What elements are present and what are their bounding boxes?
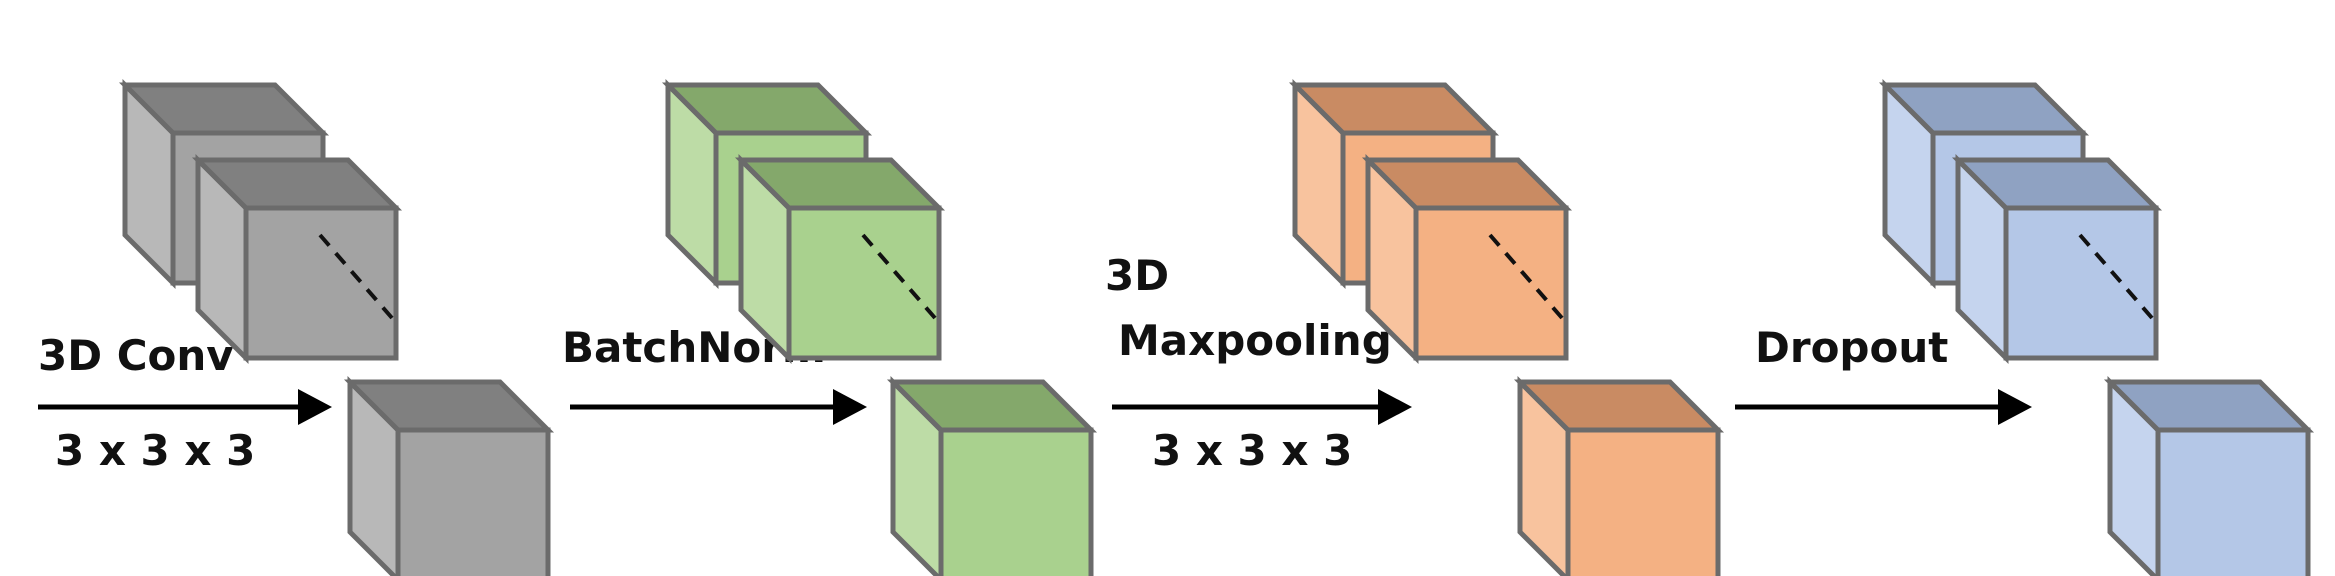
arrow-conv bbox=[38, 389, 332, 425]
feature-maps-dropout bbox=[1878, 78, 2315, 576]
stage-conv: 3D Conv 3 x 3 x 3 bbox=[38, 78, 555, 576]
sublabel-maxpool: 3 x 3 x 3 bbox=[1152, 426, 1352, 475]
ellipsis-connector-dropout bbox=[2078, 233, 2154, 320]
feature-maps-batchnorm bbox=[661, 78, 1098, 576]
feature-map-front-dropout bbox=[2103, 375, 2315, 576]
arrow-maxpool bbox=[1112, 389, 1412, 425]
feature-map-middle-conv-front bbox=[243, 205, 399, 361]
label-maxpool-line1: 3D bbox=[1105, 251, 1169, 300]
feature-map-middle-maxpool-front bbox=[1413, 205, 1569, 361]
feature-map-front-batchnorm bbox=[886, 375, 1098, 576]
sublabel-conv: 3 x 3 x 3 bbox=[55, 426, 255, 475]
feature-map-front-maxpool-front bbox=[1565, 427, 1721, 576]
feature-map-middle-maxpool bbox=[1361, 153, 1573, 365]
ellipsis-connector-conv bbox=[318, 233, 394, 320]
feature-map-front-conv bbox=[343, 375, 555, 576]
feature-map-front-conv-front bbox=[395, 427, 551, 576]
feature-map-middle-dropout-front bbox=[2003, 205, 2159, 361]
arrow-dropout bbox=[1735, 389, 2032, 425]
feature-map-middle-conv bbox=[191, 153, 403, 365]
label-conv: 3D Conv bbox=[38, 331, 234, 380]
label-dropout: Dropout bbox=[1755, 323, 1948, 372]
stage-batchnorm: BatchNorm bbox=[562, 78, 1098, 576]
feature-map-middle-dropout bbox=[1951, 153, 2163, 365]
arrow-batchnorm bbox=[570, 389, 867, 425]
stage-dropout: Dropout bbox=[1735, 78, 2315, 576]
feature-map-front-batchnorm-front bbox=[938, 427, 1094, 576]
label-maxpool-line2: Maxpooling bbox=[1118, 316, 1392, 365]
feature-map-front-dropout-front bbox=[2155, 427, 2311, 576]
feature-maps-maxpool bbox=[1288, 78, 1725, 576]
feature-map-front-maxpool bbox=[1513, 375, 1725, 576]
ellipsis-connector-batchnorm bbox=[861, 233, 937, 320]
feature-map-middle-batchnorm bbox=[734, 153, 946, 365]
ellipsis-connector-maxpool bbox=[1488, 233, 1564, 320]
feature-maps-conv bbox=[118, 78, 555, 576]
feature-map-middle-batchnorm-front bbox=[786, 205, 942, 361]
stage-maxpool: 3D Maxpooling 3 x 3 x 3 bbox=[1105, 78, 1725, 576]
